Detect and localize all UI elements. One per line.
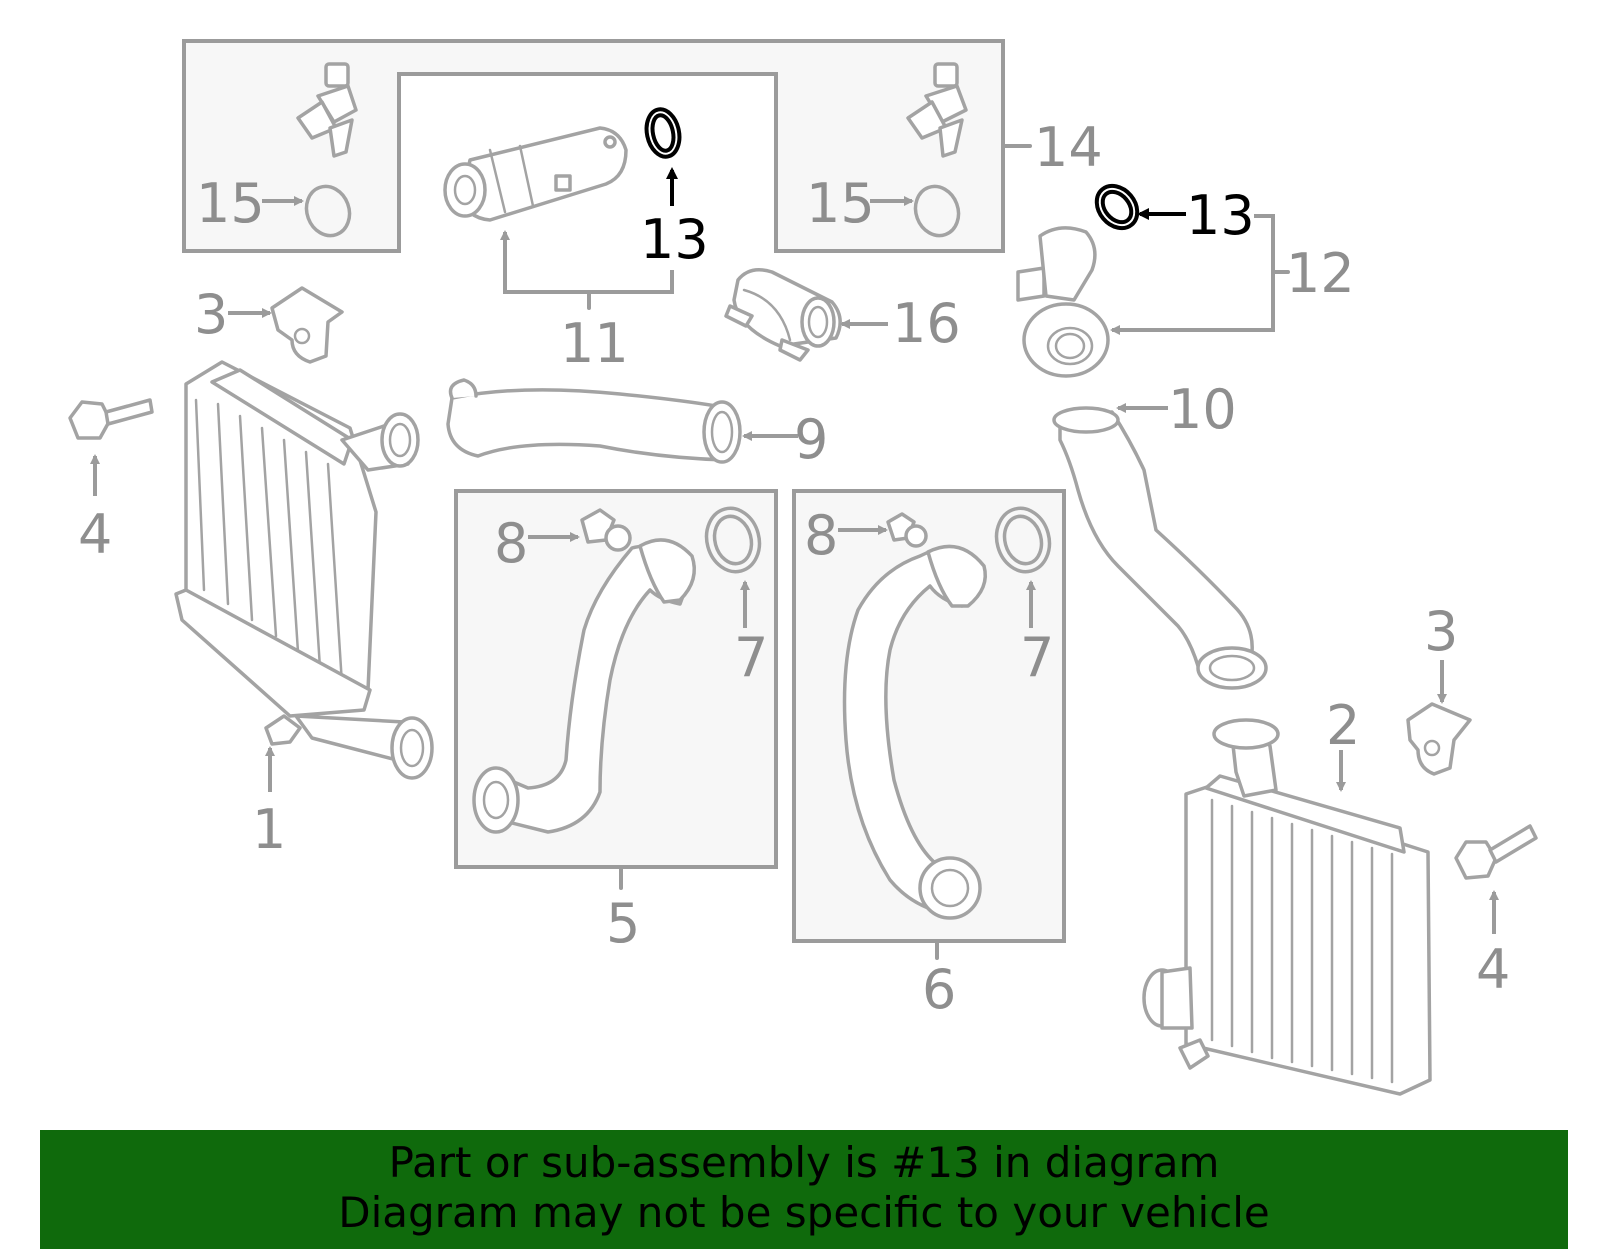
bracket-3-right: [1406, 702, 1472, 776]
o-ring-7-left: [704, 506, 762, 574]
callout-14: 14: [1034, 116, 1103, 179]
o-ring-7-right: [994, 506, 1052, 574]
callout-13-right: 13: [1186, 184, 1255, 247]
footer-line-1: Part or sub-assembly is #13 in diagram: [388, 1138, 1220, 1187]
callout-12: 12: [1286, 242, 1355, 305]
connector-pipe-11: [443, 126, 628, 222]
plug-8-left: [580, 508, 632, 552]
callout-11: 11: [560, 312, 629, 375]
bolt-4-right: [1454, 824, 1538, 880]
callout-15-right: 15: [806, 172, 875, 235]
callout-6: 6: [922, 958, 956, 1021]
hose-10: [1052, 406, 1268, 690]
hose-5: [472, 538, 696, 834]
o-ring-13-top: [644, 107, 682, 159]
kit-14-box: [182, 39, 1005, 253]
callout-4-right: 4: [1476, 938, 1510, 1001]
callout-4-left: 4: [78, 503, 112, 566]
hose-6: [842, 544, 987, 920]
plug-8-right: [886, 512, 928, 548]
callout-13-top: 13: [640, 208, 709, 271]
callout-9: 9: [794, 408, 828, 471]
o-ring-15-right: [913, 184, 961, 238]
footer-banner: Part or sub-assembly is #13 in diagram D…: [40, 1130, 1568, 1249]
callout-1: 1: [252, 798, 286, 861]
intercooler-1: [174, 360, 434, 780]
o-ring-15-left: [304, 184, 352, 238]
callout-10: 10: [1168, 378, 1237, 441]
connector-12: [1016, 226, 1110, 378]
hose-9: [446, 378, 742, 464]
callout-5: 5: [606, 892, 640, 955]
footer-line-2: Diagram may not be specific to your vehi…: [338, 1188, 1270, 1237]
sensor-right: [906, 62, 968, 158]
intercooler-2: [1142, 718, 1432, 1096]
parts-diagram: 1 2 3 3 4 4 5 6 7 7 8 8 9 10 11 12 13 13…: [68, 39, 1538, 1096]
sensor-left: [296, 62, 358, 158]
callout-2: 2: [1326, 694, 1360, 757]
callout-3-left: 3: [194, 283, 228, 346]
callout-8-left: 8: [494, 512, 528, 575]
callout-15-left: 15: [196, 172, 265, 235]
bolt-4-left: [68, 398, 154, 440]
callout-16: 16: [892, 292, 961, 355]
callout-7-left: 7: [734, 626, 768, 689]
bracket-3-left: [270, 286, 344, 364]
callout-3-right: 3: [1424, 600, 1458, 663]
callout-8-right: 8: [804, 504, 838, 567]
o-ring-13-right: [1094, 183, 1140, 231]
coupler-16: [724, 268, 842, 362]
callout-7-right: 7: [1020, 626, 1054, 689]
